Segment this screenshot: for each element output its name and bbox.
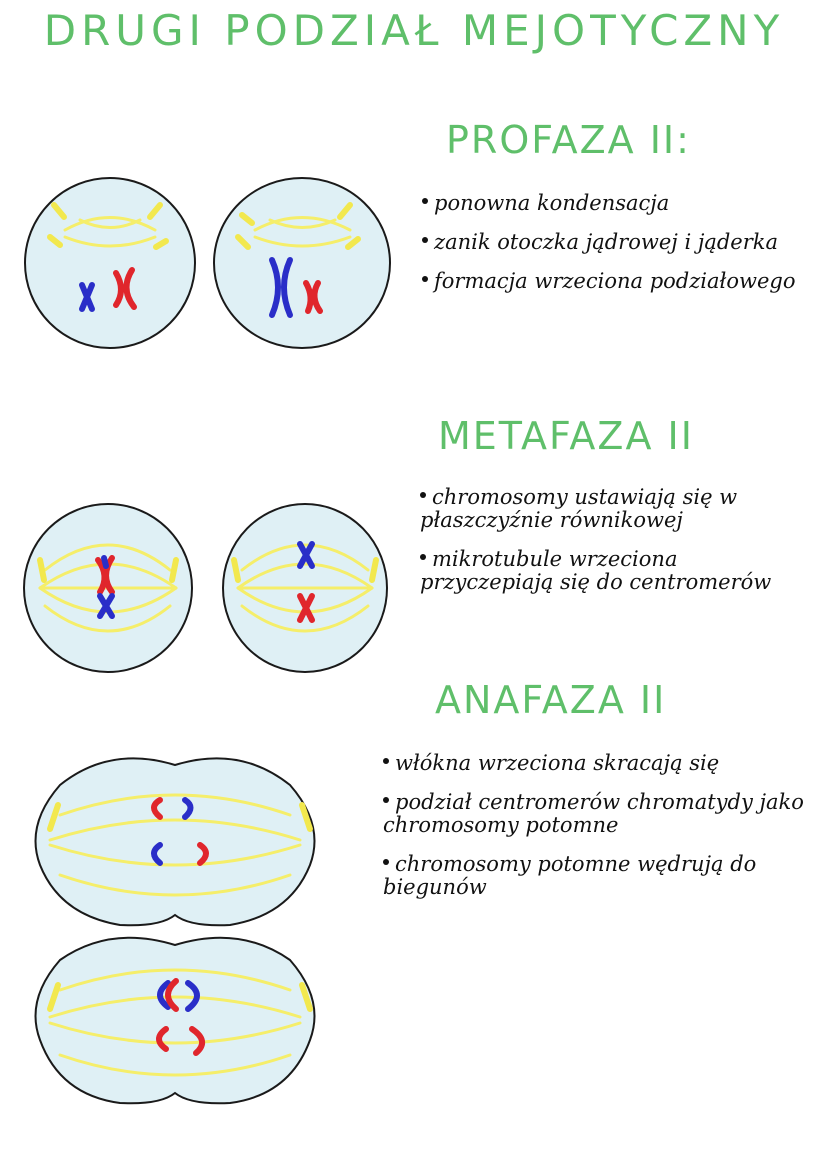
heading-metaphase: METAFAZA II bbox=[438, 414, 694, 458]
note-text: chromosomy ustawiają się w płaszczyźnie … bbox=[420, 485, 738, 533]
list-item: formacja wrzeciona podziałowego bbox=[422, 270, 822, 293]
notes-prophase: ponowna kondensacja zanik otoczka jądrow… bbox=[422, 191, 822, 309]
metaphase-cells bbox=[23, 503, 388, 673]
anaphase-cells bbox=[34, 757, 316, 1105]
list-item: ponowna kondensacja bbox=[422, 191, 822, 215]
heading-anaphase: ANAFAZA II bbox=[435, 678, 667, 722]
list-item: chromosomy potomne wędrują do biegunów bbox=[383, 853, 823, 899]
anaphase-cell-bottom bbox=[34, 936, 316, 1105]
note-text: podział centromerów chromatydy jako chro… bbox=[383, 790, 804, 838]
heading-prophase: PROFAZA II: bbox=[446, 118, 691, 162]
note-text: chromosomy potomne wędrują do biegunów bbox=[383, 852, 757, 900]
note-text: mikrotubule wrzeciona przyczepiają się d… bbox=[420, 547, 772, 595]
note-text: włókna wrzeciona skracają się bbox=[395, 751, 720, 775]
prophase-cells bbox=[24, 177, 391, 349]
metaphase-cell-right bbox=[222, 503, 388, 673]
note-text: ponowna kondensacja bbox=[434, 191, 670, 215]
notes-anaphase: włókna wrzeciona skracają się podział ce… bbox=[383, 751, 823, 915]
notes-metaphase: chromosomy ustawiają się w płaszczyźnie … bbox=[420, 485, 810, 610]
prophase-cell-right bbox=[213, 177, 391, 349]
prophase-cell-left bbox=[24, 177, 196, 349]
list-item: włókna wrzeciona skracają się bbox=[383, 751, 823, 775]
anaphase-cell-top bbox=[34, 757, 316, 927]
note-text: zanik otoczka jądrowej i jąderka bbox=[434, 230, 779, 255]
list-item: mikrotubule wrzeciona przyczepiają się d… bbox=[420, 548, 810, 594]
list-item: chromosomy ustawiają się w płaszczyźnie … bbox=[420, 485, 810, 533]
metaphase-cell-left bbox=[23, 503, 193, 673]
note-text: formacja wrzeciona podziałowego bbox=[434, 269, 796, 294]
list-item: podział centromerów chromatydy jako chro… bbox=[383, 791, 823, 837]
page-title: DRUGI PODZIAŁ MEJOTYCZNY bbox=[43, 6, 785, 55]
list-item: zanik otoczka jądrowej i jąderka bbox=[422, 231, 822, 254]
